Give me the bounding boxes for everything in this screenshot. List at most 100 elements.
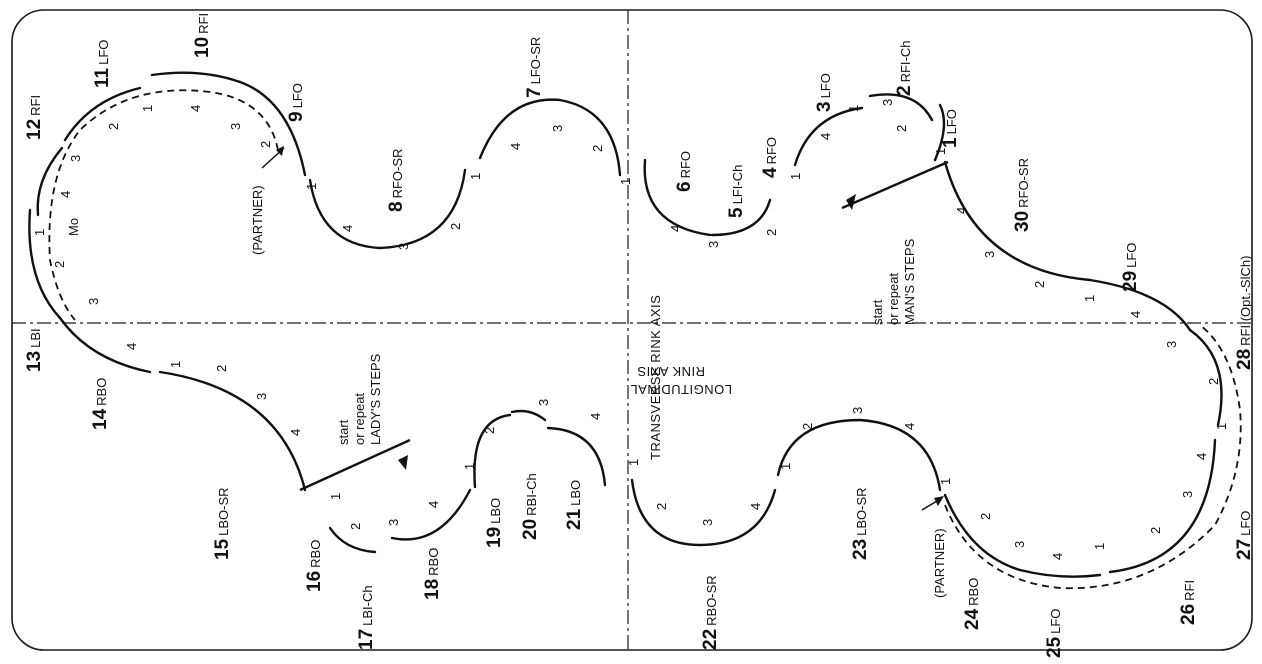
- beat-count: 4: [902, 423, 917, 430]
- beat-count: 1: [168, 361, 183, 368]
- step-label: 16RBO: [304, 540, 325, 592]
- beat-count: 1: [1214, 423, 1229, 430]
- lobe-step-9: [238, 80, 307, 177]
- man-steps-note: MAN'S STEPS: [902, 238, 917, 325]
- partner-path-right: [944, 324, 1242, 590]
- step-label: 18RBO: [422, 548, 443, 600]
- step-label: 11LFO: [92, 40, 113, 88]
- beat-count: 4: [588, 413, 603, 420]
- lobe-step-26: [1108, 438, 1217, 574]
- beat-count: 1: [626, 459, 641, 466]
- beat-count: 4: [340, 225, 355, 232]
- man-start-note: start: [870, 299, 885, 325]
- step-label: 23LBO-SR: [850, 487, 871, 560]
- lady-repeat-note: or repeat: [352, 393, 367, 445]
- beat-count: 3: [228, 123, 243, 130]
- step-label: 1LFO: [940, 109, 961, 148]
- lobe-step-14: [58, 316, 152, 374]
- lobe-step-15: [158, 370, 307, 492]
- beat-count: 1: [328, 493, 343, 500]
- beat-count: 2: [978, 513, 993, 520]
- beat-count: 1: [933, 148, 948, 155]
- lobe-step-7: [478, 98, 622, 177]
- lobe-step-2: [868, 93, 934, 122]
- beat-count: 2: [348, 523, 363, 530]
- step-label: 29LFO: [1120, 243, 1141, 292]
- step-label: 25LFO: [1044, 609, 1065, 658]
- beat-count: 3: [86, 298, 101, 305]
- step-label: 8RFO-SR: [386, 149, 407, 212]
- lobe-step-13: [28, 208, 62, 320]
- lobe-step-20: [510, 409, 547, 422]
- beat-count: 3: [550, 125, 565, 132]
- beat-count: 1: [788, 173, 803, 180]
- beat-count: 2: [590, 145, 605, 152]
- lobe-step-30: [943, 160, 1092, 282]
- longitudinal-axis-label-2: RINK AXIS: [637, 364, 705, 379]
- man-start-line: [841, 160, 949, 210]
- man-repeat-note: or repeat: [886, 273, 901, 325]
- longitudinal-axis-label-1: LONGITUDINAL: [630, 382, 732, 397]
- beat-count: 1: [618, 178, 633, 185]
- lobe-step-23: [776, 418, 942, 492]
- beat-count: 4: [426, 501, 441, 508]
- lobe-step-24: [943, 493, 1022, 572]
- beat-count: 2: [258, 141, 273, 148]
- beat-count: 1: [778, 463, 793, 470]
- lobe-step-21: [546, 426, 607, 487]
- beat-count: 3: [1164, 341, 1179, 348]
- beat-count: 4: [288, 429, 303, 436]
- beat-count: 2: [52, 261, 67, 268]
- beat-count: 4: [1128, 311, 1143, 318]
- lobe-step-25: [1018, 568, 1102, 578]
- beat-count: 4: [668, 225, 683, 232]
- step-label: 9LFO: [286, 83, 307, 122]
- beat-count: 4: [508, 143, 523, 150]
- beat-count: 3: [396, 243, 411, 250]
- partner-label-right: (PARTNER): [932, 528, 947, 598]
- lobe-step-6: [643, 158, 712, 237]
- beat-count: 1: [462, 463, 477, 470]
- lady-start-arrow: [398, 455, 408, 470]
- beat-count: 4: [818, 133, 833, 140]
- beat-count: 2: [764, 229, 779, 236]
- mohawk-label: Mo: [66, 218, 81, 236]
- beat-count: 3: [700, 519, 715, 526]
- beat-count: 2: [654, 503, 669, 510]
- beat-count: 3: [254, 393, 269, 400]
- step-label: 19LBO: [484, 498, 505, 548]
- beat-count: 2: [482, 427, 497, 434]
- beat-count: 4: [954, 207, 969, 214]
- beat-count: 2: [1032, 281, 1047, 288]
- lady-start-line: [299, 438, 411, 492]
- beat-count: 2: [800, 423, 815, 430]
- step-label: 13LBI: [24, 328, 45, 372]
- lobe-step-29: [1088, 278, 1192, 332]
- step-label: 10RFI: [192, 13, 213, 58]
- step-label: 15LBO-SR: [212, 487, 233, 560]
- beat-count: 1: [1082, 295, 1097, 302]
- beat-count: 3: [1180, 491, 1195, 498]
- beat-count: 2: [1206, 378, 1221, 385]
- beat-count: 4: [1050, 553, 1065, 560]
- beat-count: 2: [1148, 527, 1163, 534]
- beat-count: 3: [880, 99, 895, 106]
- lady-steps-note: LADY'S STEPS: [368, 353, 383, 445]
- step-label: 28RFI (Opt.-SlCh): [1234, 256, 1255, 370]
- beat-count: 3: [386, 519, 401, 526]
- partner-arrowhead-right: [934, 496, 944, 506]
- beat-count: 4: [748, 503, 763, 510]
- beat-count: 2: [448, 223, 463, 230]
- lobe-step-27-28: [1188, 328, 1223, 427]
- step-label: 12RFI: [24, 95, 45, 140]
- beat-count: 3: [536, 399, 551, 406]
- step-label: 21LBO: [564, 480, 585, 530]
- beat-count: 3: [68, 155, 83, 162]
- lobe-step-19: [473, 413, 512, 489]
- beat-count: 3: [706, 241, 721, 248]
- lobe-step-8: [308, 168, 467, 250]
- step-label: 22RBO-SR: [700, 575, 721, 650]
- beat-count: 1: [304, 183, 319, 190]
